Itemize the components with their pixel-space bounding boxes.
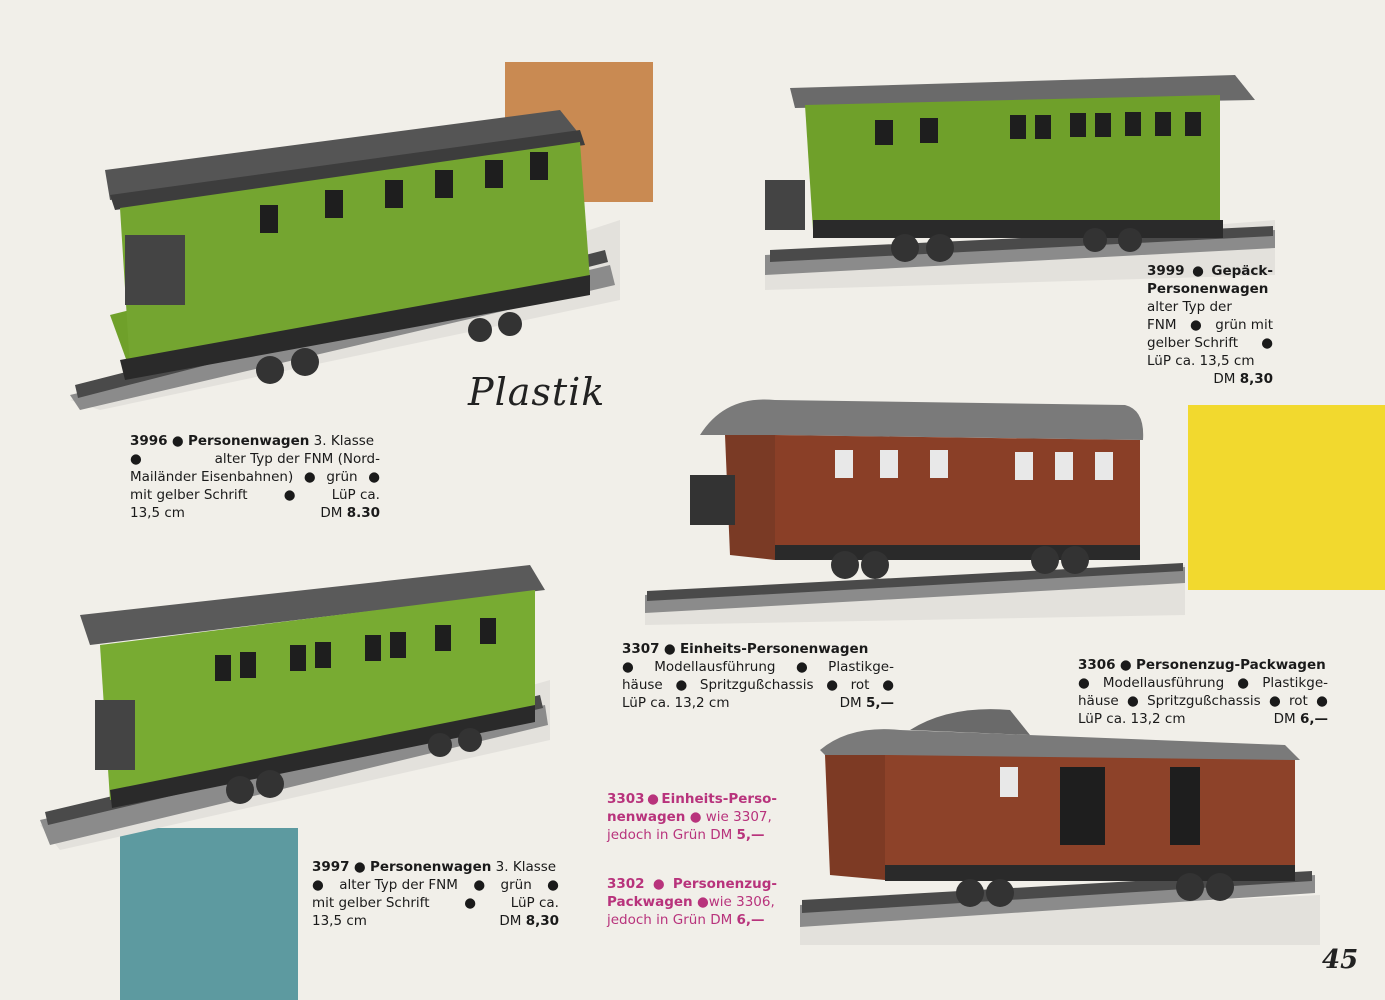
section-heading: Plastik [468, 370, 606, 414]
price: 8,30 [1239, 371, 1273, 387]
product-desc: Plastikge- [828, 659, 894, 675]
product-desc: Modellausführung [654, 659, 776, 675]
product-class: 3. Klasse [495, 859, 557, 875]
caption-3996: 3996 ● Personenwagen 3. Klasse ●alter Ty… [130, 433, 380, 521]
product-number: 3999 [1147, 263, 1185, 279]
photo-3997-green-coach [40, 560, 550, 850]
caption-3303: 3303●Einheits-Perso- nenwagen ● wie 3307… [607, 791, 777, 843]
product-name: Personenwagen [369, 859, 492, 875]
product-length: LüP ca. 13,2 cm [1078, 711, 1186, 727]
price: 5,— [736, 827, 765, 843]
product-number: 3997 [312, 859, 350, 875]
product-class: 3. Klasse [313, 433, 375, 449]
product-number: 3303 [607, 791, 645, 807]
product-name: Personenwagen [1147, 281, 1269, 297]
product-desc: alter Typ der FNM [339, 877, 458, 893]
product-name: Gepäck- [1211, 263, 1273, 279]
product-desc: wie 3306, [708, 894, 775, 910]
product-desc: Spritzgußchassis [699, 677, 814, 693]
product-number: 3306 [1078, 657, 1116, 673]
product-desc: mit gelber Schrift [130, 487, 248, 503]
caption-3997: 3997 ● Personenwagen 3. Klasse ●alter Ty… [312, 859, 559, 929]
product-color: rot [850, 677, 870, 693]
product-desc: jedoch in Grün [607, 827, 706, 843]
product-number: 3302 [607, 876, 645, 892]
photo-3996-green-coach [60, 100, 620, 410]
price: 5,— [865, 695, 894, 711]
product-desc: FNM [1147, 317, 1177, 333]
caption-3999: 3999●Gepäck- Personenwagen alter Typ der… [1147, 263, 1273, 387]
product-color: grün [326, 469, 358, 485]
product-length: 13,5 cm [312, 913, 367, 929]
product-desc: mit gelber Schrift [312, 895, 430, 911]
product-name: Einheits-Personenwagen [679, 641, 869, 657]
product-color: grün mit [1215, 317, 1273, 333]
caption-3302: 3302●Personenzug- Packwagen ●wie 3306, j… [607, 876, 777, 928]
price-prefix: DM [499, 913, 522, 929]
product-name: nenwagen [607, 809, 686, 825]
accent-swatch-yellow [1188, 405, 1385, 590]
price: 8,30 [525, 913, 559, 929]
product-name: Einheits-Perso- [661, 791, 777, 807]
accent-swatch-teal [120, 828, 298, 1000]
product-length: LüP ca. 13,2 cm [622, 695, 730, 711]
product-color: rot [1289, 693, 1308, 709]
product-number: 3307 [622, 641, 660, 657]
photo-3306-red-baggage-car [790, 705, 1320, 945]
price: 8.30 [346, 505, 380, 521]
caption-3307: 3307 ● Einheits-Personenwagen ●Modellaus… [622, 641, 894, 711]
product-desc: Spritzgußchassis [1147, 693, 1261, 709]
price: 6,— [736, 912, 765, 928]
product-name: Personenzug-Packwagen [1135, 657, 1326, 673]
price: 6,— [1299, 711, 1328, 727]
product-desc: alter Typ der FNM (Nord- [214, 451, 380, 467]
price-prefix: DM [320, 505, 343, 521]
product-number: 3996 [130, 433, 168, 449]
product-desc: häuse [622, 677, 663, 693]
product-desc: alter Typ der [1147, 299, 1232, 315]
product-desc: jedoch in Grün [607, 912, 706, 928]
photo-3999-green-baggage-coach [735, 70, 1275, 290]
product-desc: Mailänder Eisenbahnen) [130, 469, 294, 485]
product-color: grün [500, 877, 532, 893]
product-length: LüP ca. 13,5 cm [1147, 353, 1255, 369]
product-length-label: LüP ca. [510, 895, 559, 911]
product-length: 13,5 cm [130, 505, 185, 521]
product-name: Personenzug- [672, 876, 777, 892]
price-prefix: DM [710, 827, 733, 843]
product-desc: Plastikge- [1262, 675, 1328, 691]
price-prefix: DM [1213, 371, 1236, 387]
price-prefix: DM [839, 695, 862, 711]
product-name: Packwagen [607, 894, 693, 910]
product-length-label: LüP ca. [331, 487, 380, 503]
product-name: Personenwagen [187, 433, 310, 449]
price-prefix: DM [710, 912, 733, 928]
price-prefix: DM [1273, 711, 1296, 727]
product-desc: wie 3307, [705, 809, 772, 825]
product-desc: häuse [1078, 693, 1119, 709]
caption-3306: 3306 ● Personenzug-Packwagen ●Modellausf… [1078, 657, 1328, 727]
photo-3307-red-coach [645, 395, 1185, 625]
page-number: 45 [1322, 945, 1359, 975]
product-desc: Modellausführung [1102, 675, 1225, 691]
product-desc: gelber Schrift [1147, 335, 1238, 351]
